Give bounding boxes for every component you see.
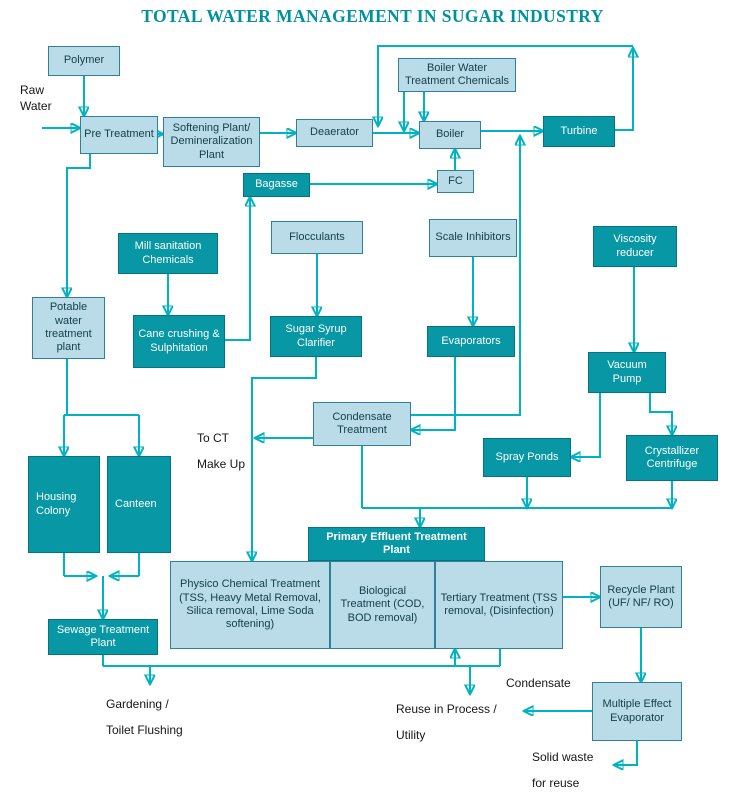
arrow-evaporators-to-condtreat <box>411 357 456 430</box>
label-gardening-toilet-flushing: Gardening / Toilet Flushing <box>106 697 183 737</box>
arrow-turbine-return-up <box>615 48 633 131</box>
node-scale-inhibitors: Scale Inhibitors <box>429 219 517 257</box>
node-crystallizer-centrifuge: Crystallizer Centrifuge <box>626 435 718 481</box>
node-recycle-plant: Recycle Plant (UF/ NF/ RO) <box>600 566 682 628</box>
node-canteen: Canteen <box>107 456 171 553</box>
node-deaerator: Deaerator <box>296 119 373 147</box>
node-cane-crushing-sulphitation: Cane crushing & Sulphitation <box>133 315 225 368</box>
node-vacuum-pump: Vacuum Pump <box>588 352 666 393</box>
label-raw-water: Raw Water <box>20 83 52 113</box>
label-reuse-in-process-utility: Reuse in Process / Utility <box>396 702 497 742</box>
arrow-pre-treatment-to-potable <box>67 154 91 297</box>
arrow-mee-to-solid-waste <box>614 741 638 765</box>
arrow-cane-to-bagasse <box>225 197 250 341</box>
node-softening-plant: Softening Plant/ Demineralization Plant <box>163 117 260 167</box>
node-bagasse: Bagasse <box>243 173 310 197</box>
node-biological-treatment: Biological Treatment (COD, BOD removal) <box>330 561 435 649</box>
arrow-vacuum-to-crystallizer <box>649 393 672 435</box>
node-evaporators: Evaporators <box>427 326 515 357</box>
arrow-clarifier-to-physico <box>252 357 317 561</box>
node-turbine: Turbine <box>543 116 615 147</box>
node-condensate-treatment: Condensate Treatment <box>313 402 411 446</box>
node-mill-sanitation-chemicals: Mill sanitation Chemicals <box>118 233 218 274</box>
node-tertiary-treatment: Tertiary Treatment (TSS removal, (Disinf… <box>435 561 563 649</box>
node-viscosity-reducer: Viscosity reducer <box>593 226 677 267</box>
label-condensate: Condensate <box>506 676 571 690</box>
node-spray-ponds: Spray Ponds <box>483 438 571 477</box>
node-physico-chemical-treatment: Physico Chemical Treatment (TSS, Heavy M… <box>170 561 330 649</box>
node-pre-treatment: Pre Treatment <box>80 116 158 154</box>
node-fc: FC <box>437 170 474 193</box>
node-sewage-treatment-plant: Sewage Treatment Plant <box>48 619 158 655</box>
node-housing-colony: Housing Colony <box>28 456 100 553</box>
node-boiler: Boiler <box>419 121 481 149</box>
node-boiler-water-treatment-chemicals: Boiler Water Treatment Chemicals <box>398 58 516 92</box>
label-to-ct-make-up: To CT Make Up <box>197 431 246 471</box>
node-flocculants: Flocculants <box>271 221 363 254</box>
label-solid-waste-for-reuse: Solid waste for reuse <box>532 750 594 790</box>
node-sugar-syrup-clarifier: Sugar Syrup Clarifier <box>270 316 362 357</box>
arrow-vacuum-to-sprayponds <box>571 393 601 457</box>
node-polymer: Polymer <box>48 46 120 76</box>
node-multiple-effect-evaporator: Multiple Effect Evaporator <box>592 682 682 741</box>
node-primary-effluent-treatment-plant: Primary Effluent Treatment Plant <box>308 527 485 561</box>
arrow-turbine-return-down <box>378 45 633 126</box>
node-potable-water-treatment-plant: Potable water treatment plant <box>32 297 105 359</box>
arrow-condtreat-to-boiler-line <box>411 136 520 416</box>
diagram-title: TOTAL WATER MANAGEMENT IN SUGAR INDUSTRY <box>141 6 604 26</box>
